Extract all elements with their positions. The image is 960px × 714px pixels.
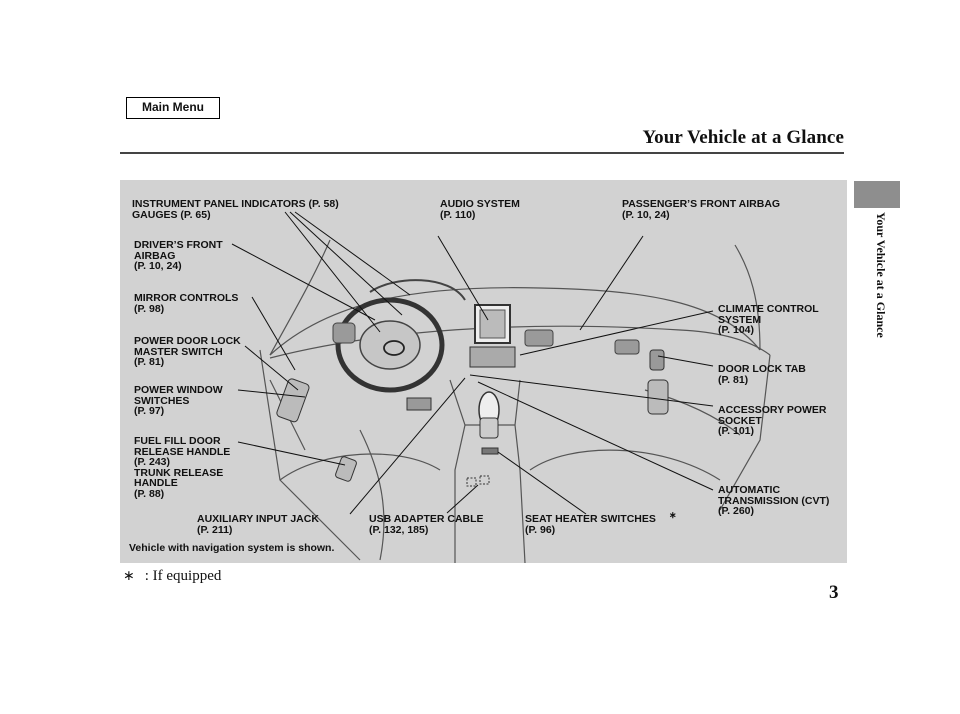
section-tab[interactable]: [854, 181, 900, 208]
climate-control-label: CLIMATE CONTROL SYSTEM (P. 104): [718, 303, 819, 337]
main-menu-button[interactable]: Main Menu: [126, 97, 220, 119]
auxiliary-input-label: AUXILIARY INPUT JACK (P. 211): [197, 513, 319, 536]
power-door-lock-label: POWER DOOR LOCK MASTER SWITCH (P. 81): [134, 335, 241, 369]
instrument-panel-label: INSTRUMENT PANEL INDICATORS (P. 58) GAUG…: [132, 198, 339, 221]
power-window-label: POWER WINDOW SWITCHES (P. 97): [134, 384, 223, 418]
passenger-airbag-label: PASSENGER’S FRONT AIRBAG (P. 10, 24): [622, 198, 781, 221]
accessory-socket-label: ACCESSORY POWER SOCKET (P. 101): [718, 404, 827, 438]
audio-system-label: AUDIO SYSTEM (P. 110): [440, 198, 520, 221]
transmission-label: AUTOMATIC TRANSMISSION (CVT) (P. 260): [718, 484, 830, 518]
footnote-text: : If equipped: [144, 568, 222, 584]
mirror-controls-label: MIRROR CONTROLS (P. 98): [134, 292, 239, 315]
usb-adapter-label: USB ADAPTER CABLE (P. 132, 185): [369, 513, 484, 536]
fuel-trunk-release-label: FUEL FILL DOOR RELEASE HANDLE (P. 243) T…: [134, 435, 231, 500]
dashboard-diagram-panel: INSTRUMENT PANEL INDICATORS (P. 58) GAUG…: [120, 180, 847, 563]
header-rule: [120, 152, 844, 154]
driver-airbag-label: DRIVER’S FRONT AIRBAG (P. 10, 24): [134, 239, 223, 273]
seat-heater-footnote-mark: ∗: [669, 510, 677, 520]
dashboard-illustration: [231, 211, 771, 563]
seat-heater-label: SEAT HEATER SWITCHES (P. 96): [525, 513, 656, 536]
footnote-symbol: ∗: [123, 569, 135, 584]
diagram-caption: Vehicle with navigation system is shown.: [129, 542, 335, 554]
section-tab-label: Your Vehicle at a Glance: [874, 212, 888, 338]
page-number: 3: [829, 582, 839, 603]
page-title: Your Vehicle at a Glance: [642, 127, 844, 148]
door-lock-tab-label: DOOR LOCK TAB (P. 81): [718, 363, 806, 386]
footnote: ∗ : If equipped: [123, 568, 221, 585]
